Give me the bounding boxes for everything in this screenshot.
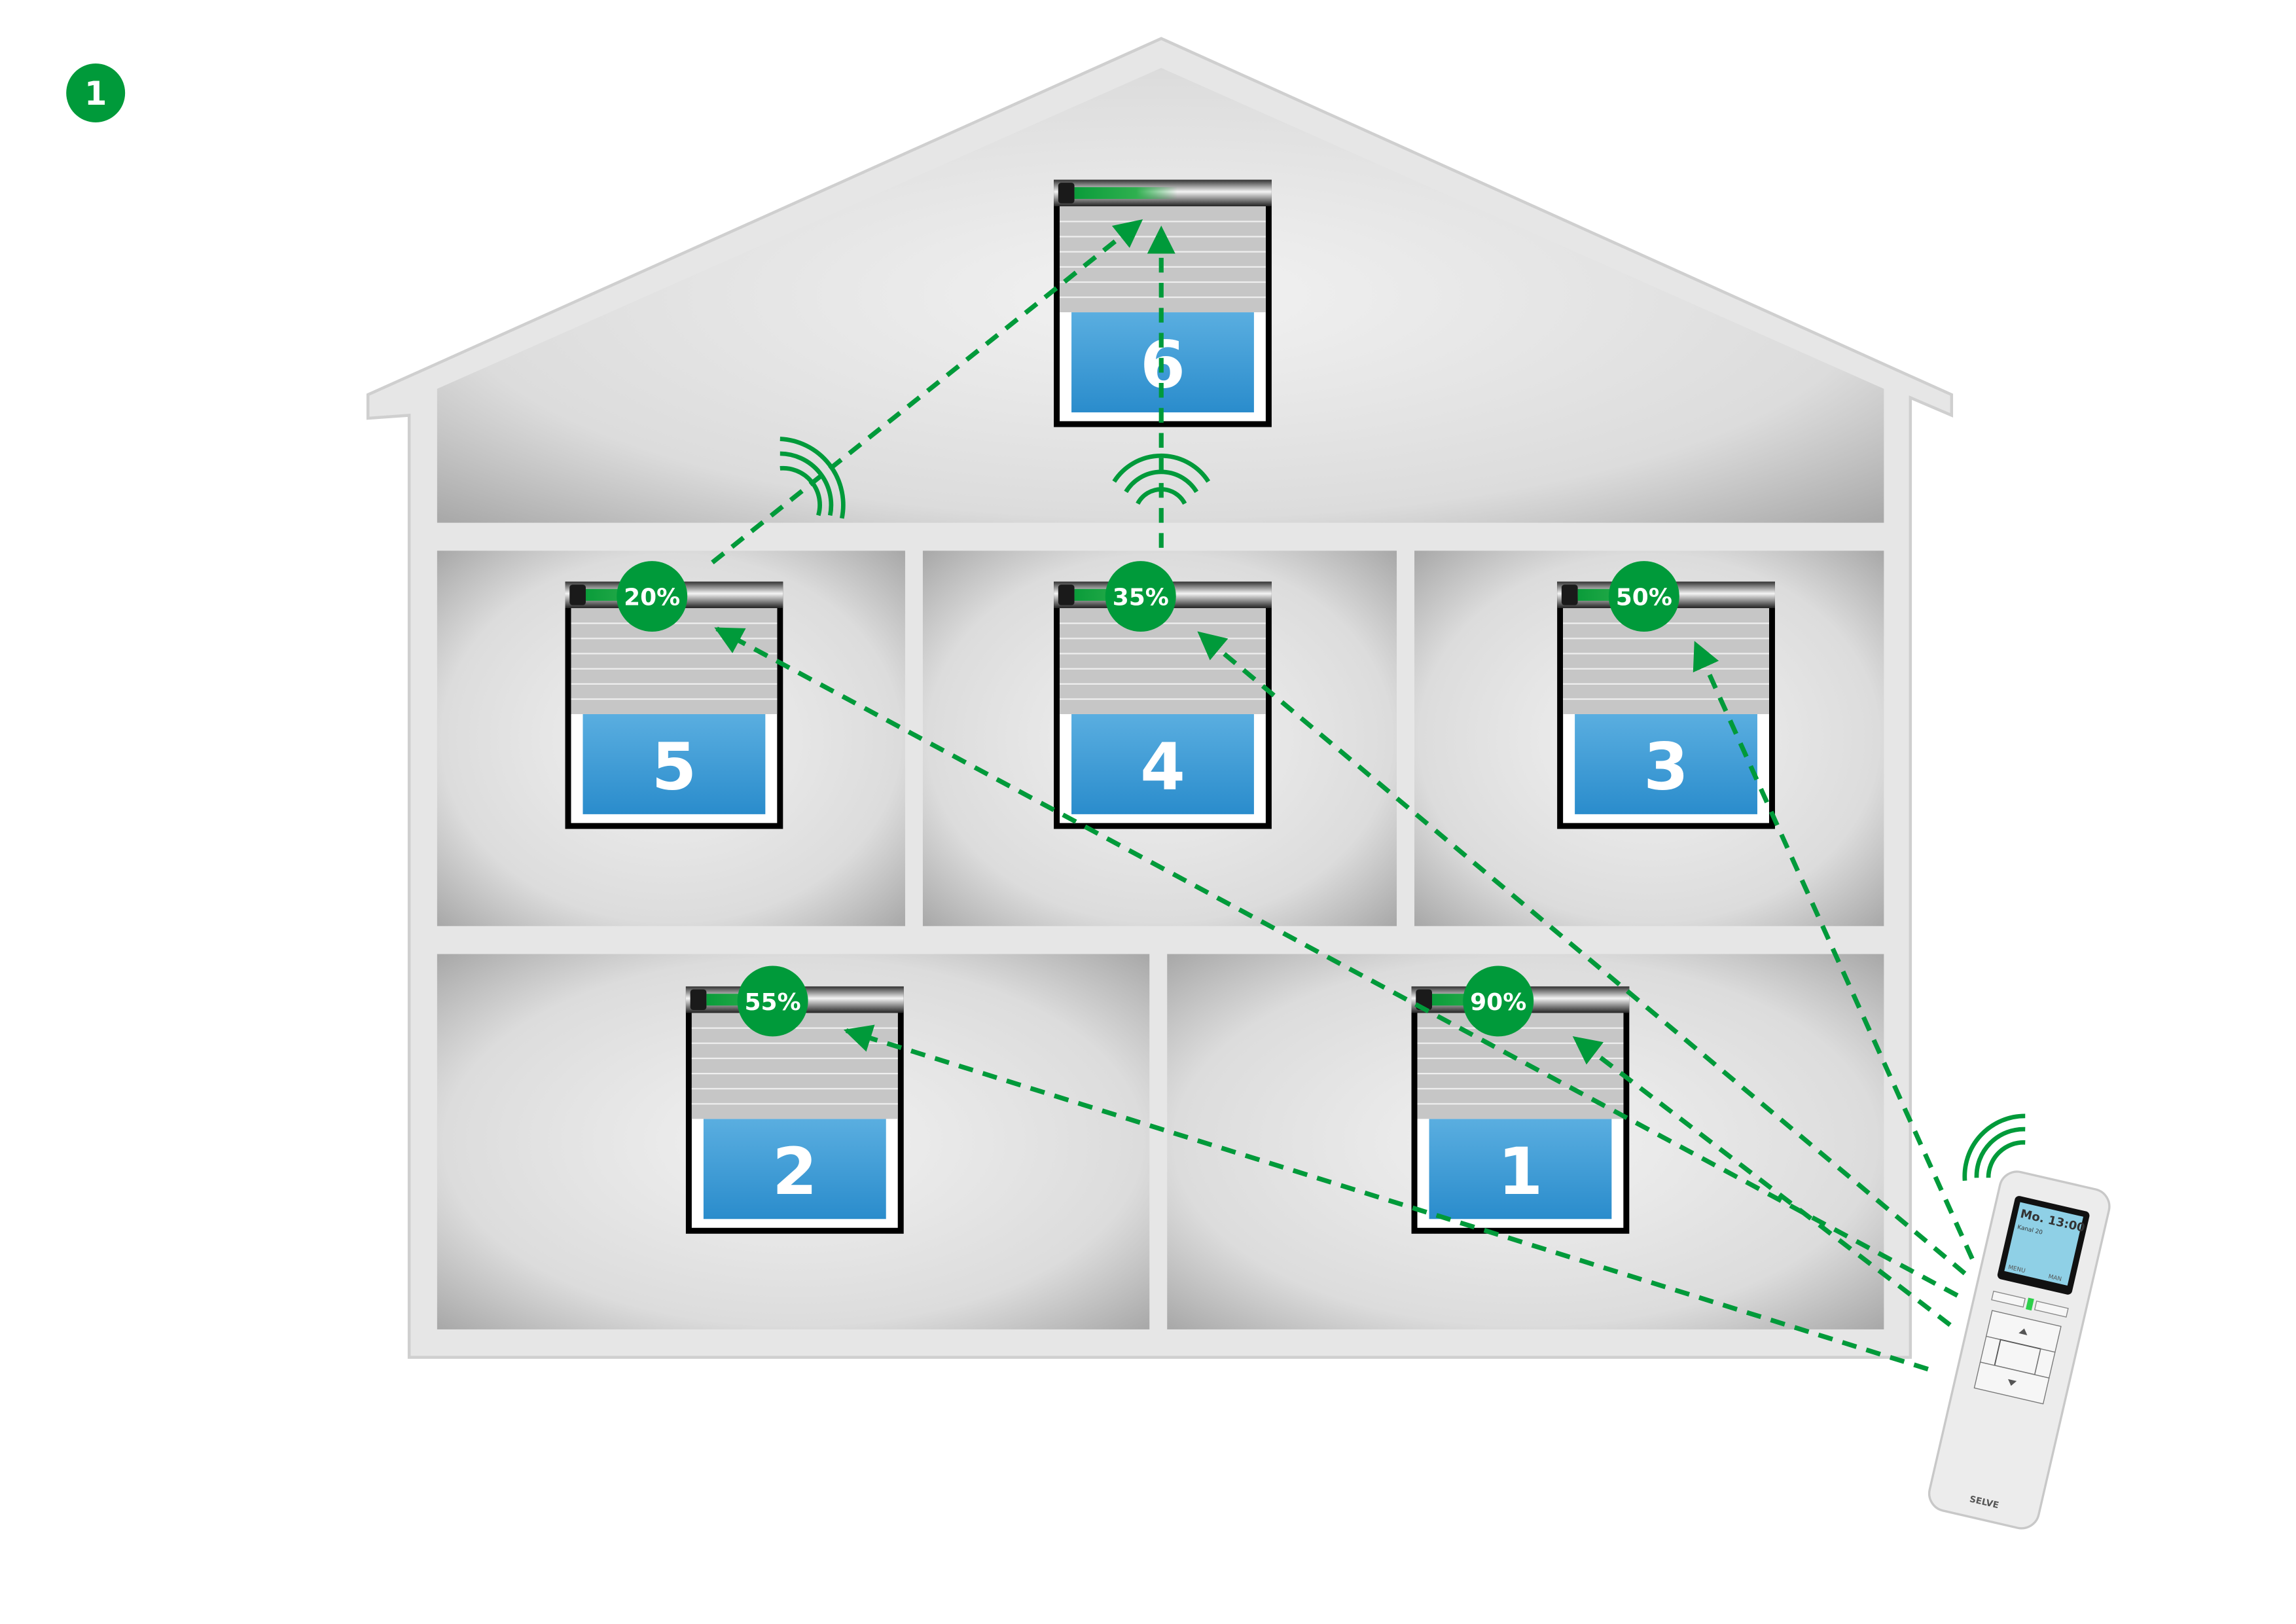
window-number: 1 [1498, 1134, 1543, 1210]
arrow-to-window-2 [843, 1024, 1929, 1372]
window-number: 2 [772, 1134, 817, 1210]
arrow-to-window-3 [1693, 641, 1975, 1260]
window-sky [703, 1119, 886, 1219]
arrow-5-to-6 [711, 219, 1143, 565]
motor-head-icon [1561, 585, 1578, 605]
window-4[interactable]: 4 35% [1054, 561, 1272, 829]
arrow-to-window-5 [714, 626, 1959, 1298]
svg-text:1: 1 [84, 75, 107, 113]
arrow-to-window-4 [1197, 631, 1967, 1276]
window-sky [1429, 1119, 1612, 1219]
position-badge: 20% [617, 561, 688, 632]
position-percent: 20% [624, 585, 680, 611]
window-3[interactable]: 3 50% [1557, 561, 1775, 829]
remote-softkey-man: MAN [2047, 1274, 2062, 1283]
radio-wave-icon [780, 437, 846, 519]
position-badge: 90% [1463, 965, 1534, 1037]
window-number: 3 [1643, 730, 1689, 805]
radio-wave-icon [1112, 454, 1211, 505]
remote-control[interactable]: Mo. 13:00 Kanal 20 MENU MAN SELVE [1926, 1168, 2113, 1532]
window-sky [1071, 713, 1254, 814]
radio-wave-icon [1962, 1113, 2026, 1182]
motor-head-icon [1058, 183, 1075, 204]
channel-right-button[interactable] [2034, 1300, 2069, 1318]
window-sky [1575, 713, 1757, 814]
roller-shutter [571, 608, 778, 714]
position-percent: 35% [1113, 585, 1169, 611]
window-2[interactable]: 2 55% [685, 965, 904, 1234]
signal-arrows [711, 219, 1975, 1372]
arrow-to-window-1 [1572, 1036, 1952, 1327]
window-number: 5 [651, 730, 696, 805]
down-arrow-icon [2008, 1379, 2017, 1386]
window-number: 4 [1140, 730, 1185, 805]
roller-shutter [1417, 1013, 1624, 1119]
roller-shutter [691, 1013, 898, 1119]
tubular-motor [1074, 187, 1177, 199]
channel-left-button[interactable] [1991, 1290, 2026, 1308]
window-sky [583, 713, 766, 814]
position-percent: 50% [1616, 585, 1672, 611]
position-badge: 55% [737, 965, 808, 1037]
motor-head-icon [1058, 585, 1075, 605]
remote-led [2026, 1297, 2034, 1311]
window-5[interactable]: 5 20% [565, 561, 783, 829]
motor-head-icon [569, 585, 586, 605]
position-badge: 50% [1608, 561, 1679, 632]
position-badge: 35% [1105, 561, 1176, 632]
step-number-badge: 1 [66, 63, 126, 122]
position-percent: 90% [1470, 989, 1526, 1016]
up-arrow-icon [2018, 1328, 2028, 1335]
motor-head-icon [690, 989, 707, 1010]
position-percent: 55% [745, 989, 801, 1016]
roller-shutter [1563, 608, 1769, 714]
window-1[interactable]: 1 90% [1411, 965, 1630, 1234]
